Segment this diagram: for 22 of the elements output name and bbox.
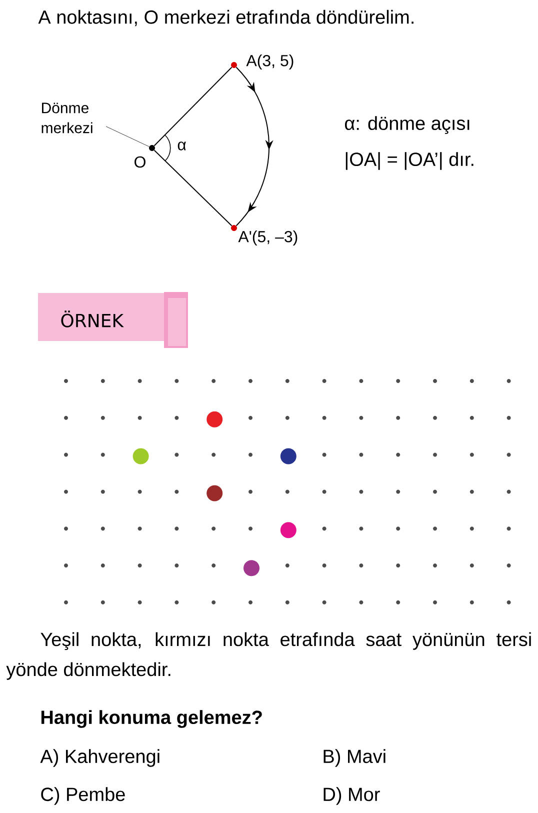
point: [231, 225, 237, 231]
rotation-arrow: [236, 66, 274, 226]
answer-option: A) Kahverengi: [40, 749, 160, 767]
title: A noktasını, O merkezi etrafında döndürelim.: [38, 10, 414, 26]
paragraph: Yeşil nokta, kırmızı nokta etrafında saat yönünün tersi yönde dönmektedir.: [6, 632, 531, 680]
note: α: dönme açısı: [345, 116, 470, 134]
point-label: A(3, 5): [246, 54, 294, 70]
center-point: [149, 145, 155, 151]
point-label: A'(5, –3): [238, 230, 298, 246]
point-label: O: [134, 156, 146, 168]
question: Hangi konuma gelemez?: [41, 710, 262, 728]
line: [154, 66, 232, 146]
note: |OA| = |OA’| dır.: [346, 152, 474, 170]
leader-line: [106, 126, 150, 147]
point: [231, 62, 237, 68]
answer-option: B) Mavi: [324, 749, 386, 767]
angle-label: α: [178, 142, 186, 150]
answer-option: D) Mor: [324, 787, 380, 805]
banner: ÖRNEK: [38, 292, 188, 348]
answer-option: C) Pembe: [41, 787, 125, 805]
line: [154, 150, 232, 226]
point-label: Dönme merkezi: [42, 102, 92, 134]
